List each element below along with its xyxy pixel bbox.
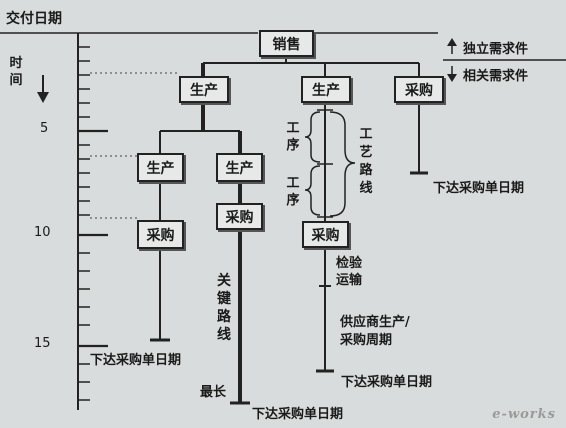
node-purchase-ll: 采购 — [137, 220, 184, 249]
purchase-cycle-label: 采购周期 — [340, 333, 393, 348]
inspection-label: 检验 — [336, 256, 363, 271]
node-production-ll: 生产 — [137, 153, 184, 182]
node-sales: 销售 — [259, 30, 314, 57]
legend-arrow-up — [447, 38, 457, 46]
tree-connectors — [150, 56, 428, 405]
order-date-left: 下达采购单日期 — [90, 353, 182, 368]
legend-arrow-down — [447, 74, 457, 82]
node-purchase-mid: 采购 — [302, 221, 349, 248]
tick-label-5: 5 — [40, 121, 49, 136]
transport-label: 运输 — [336, 273, 363, 288]
watermark-logo: e-works — [492, 407, 556, 422]
brace-process-2 — [304, 165, 321, 216]
node-production-left: 生产 — [179, 76, 229, 103]
supplier-production-label: 供应商生产/ — [340, 315, 410, 330]
legend-independent: 独立需求件 — [463, 42, 529, 57]
process-label-1: 工序 — [286, 121, 300, 153]
brace-process-route — [329, 111, 356, 217]
order-date-right: 下达采购单日期 — [433, 181, 525, 196]
process-route-label: 工艺路线 — [359, 127, 373, 196]
order-date-bottom: 下达采购单日期 — [252, 407, 344, 422]
node-production-mid: 生产 — [301, 76, 351, 103]
tick-label-15: 15 — [34, 336, 51, 351]
critical-path-label: 关键路线 — [217, 273, 231, 343]
time-arrow-head — [37, 92, 49, 103]
process-label-2: 工序 — [286, 176, 300, 208]
node-purchase-lr: 采购 — [216, 203, 263, 230]
dashed-guides — [90, 72, 180, 219]
node-purchase-right: 采购 — [394, 76, 444, 103]
node-production-lr: 生产 — [216, 153, 263, 182]
brace-process-1 — [304, 111, 321, 163]
legend-dependent: 相关需求件 — [463, 69, 529, 84]
time-axis-label: 时间 — [9, 56, 23, 88]
order-date-mid: 下达采购单日期 — [341, 375, 433, 390]
tick-label-10: 10 — [34, 225, 51, 240]
longest-label: 最长 — [200, 385, 227, 400]
delivery-date-header: 交付日期 — [6, 11, 62, 27]
time-ticks — [78, 46, 108, 401]
